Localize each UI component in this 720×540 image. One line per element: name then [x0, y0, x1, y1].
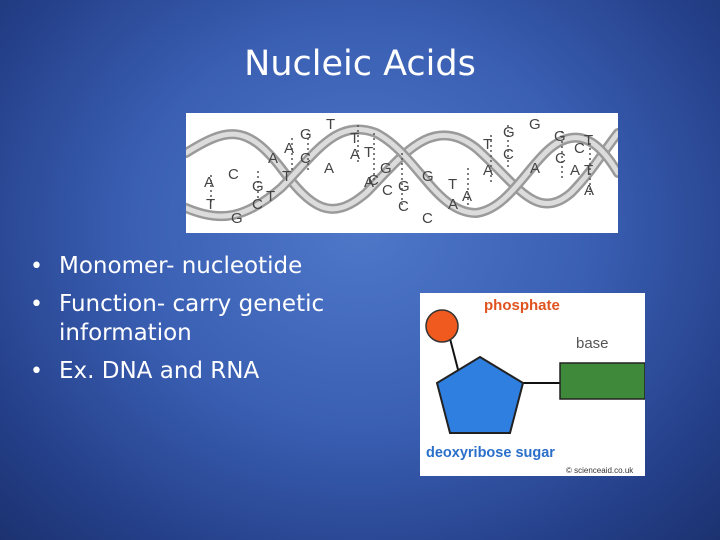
dna-letter: C — [382, 182, 393, 199]
dna-letter: G — [300, 126, 312, 143]
dna-letter: C — [300, 150, 311, 167]
dna-letter: C — [252, 196, 263, 213]
bullet-list: Monomer- nucleotide Function- carry gene… — [30, 252, 390, 395]
dna-letter: C — [398, 198, 409, 215]
dna-letter: A — [364, 174, 374, 191]
dna-letter: G — [554, 128, 566, 145]
dna-letter: G — [398, 178, 410, 195]
dna-letter: G — [380, 160, 392, 177]
dna-letter: A — [284, 140, 294, 157]
nucleotide-diagram: phosphate base deoxyribose sugar © scien… — [420, 293, 645, 476]
dna-letter: A — [350, 146, 360, 163]
phosphate-circle — [425, 309, 459, 343]
base-label: base — [576, 335, 609, 352]
dna-letter: T — [266, 188, 275, 205]
dna-letter: T — [282, 168, 291, 185]
sugar-pentagon — [435, 355, 525, 434]
bullet-item: Monomer- nucleotide — [30, 252, 390, 281]
nucleotide-svg: phosphate base deoxyribose sugar © scien… — [425, 297, 645, 475]
dna-letter: T — [326, 116, 335, 133]
dna-letter: C — [422, 210, 433, 227]
dna-letter: G — [529, 116, 541, 133]
dna-letter: A — [448, 196, 458, 213]
sugar-label: deoxyribose sugar — [426, 445, 555, 461]
dna-letter: A — [530, 160, 540, 177]
dna-double-helix-image: A T C G C T G A T C A G T T A A C T A G — [186, 113, 618, 233]
phosphate-label: phosphate — [484, 297, 560, 314]
dna-letter: A — [324, 160, 334, 177]
dna-letter: C — [503, 146, 514, 163]
dna-letter: A — [570, 162, 580, 179]
dna-letter: T — [364, 144, 373, 161]
slide-title: Nucleic Acids — [244, 44, 476, 84]
dna-letter: A — [462, 188, 472, 205]
dna-letter: G — [503, 124, 515, 141]
dna-letter: G — [422, 168, 434, 185]
dna-letter: T — [483, 136, 492, 153]
dna-letter: C — [555, 150, 566, 167]
dna-letter: T — [206, 196, 215, 213]
dna-letter: C — [228, 166, 239, 183]
dna-base-letters: A T C G C T G A T C A G T T A A C T A G — [204, 116, 594, 227]
dna-letter: T — [584, 162, 593, 179]
image-credit: © scienceaid.co.uk — [566, 466, 634, 475]
bullet-item: Function- carry genetic information — [30, 290, 390, 348]
dna-letter: A — [268, 150, 278, 167]
dna-letter: T — [448, 176, 457, 193]
dna-letter: G — [252, 178, 264, 195]
dna-helix-svg: A T C G C T G A T C A G T T A A C T A G — [186, 116, 618, 227]
dna-letter: A — [584, 182, 594, 199]
dna-base-pairs — [210, 125, 591, 205]
base-rectangle — [559, 362, 645, 400]
dna-letter: C — [574, 140, 585, 157]
dna-letter: G — [231, 210, 243, 227]
bullet-item: Ex. DNA and RNA — [30, 357, 390, 386]
dna-letter: T — [584, 132, 593, 149]
dna-letter: A — [483, 162, 493, 179]
dna-letter: C — [368, 172, 379, 189]
dna-letter: T — [350, 130, 359, 147]
dna-letter: A — [204, 174, 214, 191]
